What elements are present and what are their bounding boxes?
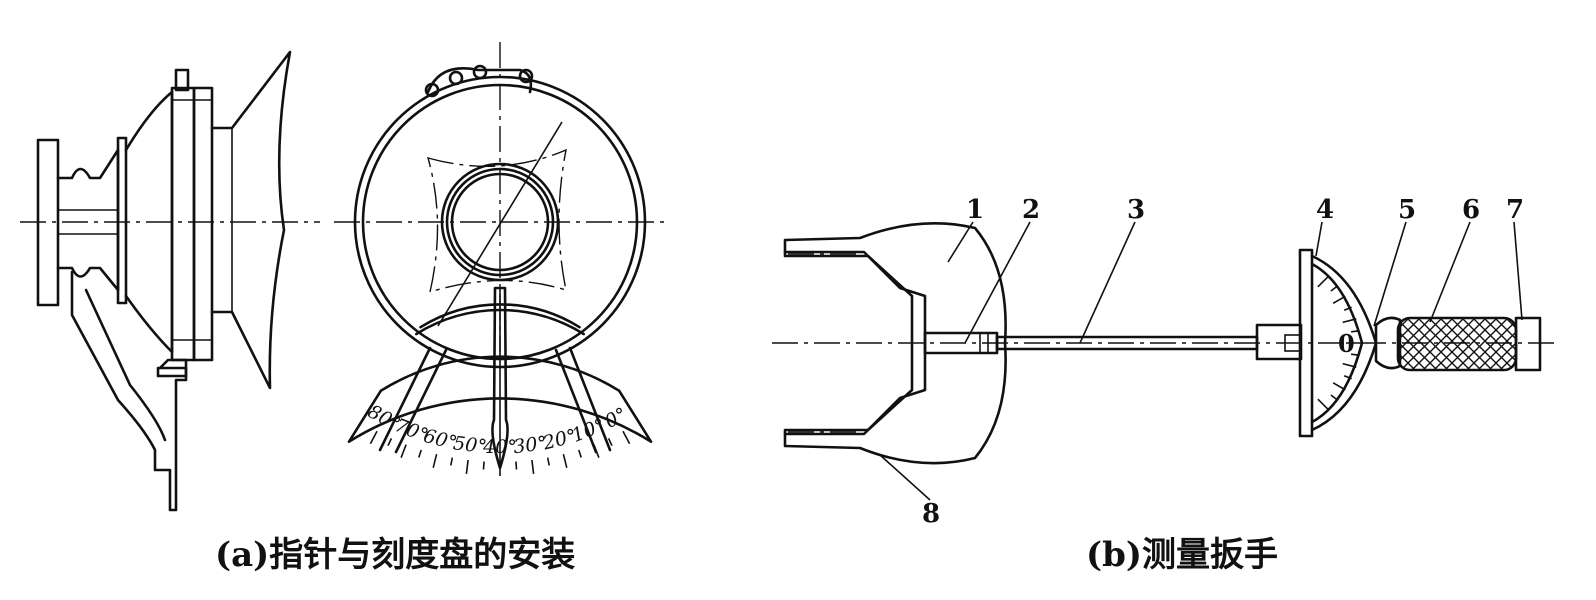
- part-number-8: 8: [922, 499, 940, 529]
- part-number-1: 1: [966, 195, 984, 225]
- part-number-6: 6: [1462, 195, 1480, 225]
- part-number-4: 4: [1316, 195, 1334, 225]
- part-number-3: 3: [1127, 195, 1145, 225]
- part-number-2: 2: [1022, 195, 1040, 225]
- part-number-5: 5: [1398, 195, 1416, 225]
- measuring-wrench: [772, 221, 1560, 501]
- part-number-7: 7: [1506, 195, 1524, 225]
- caption-a: (a)指针与刻度盘的安装: [215, 535, 575, 575]
- dial-front-view: [334, 42, 664, 476]
- wrench-scale-zero: 0: [1338, 329, 1355, 358]
- dial-tick-label: 50°: [452, 432, 488, 458]
- caption-b: (b)测量扳手: [1086, 535, 1278, 575]
- dial-tick-label: 40°: [482, 436, 517, 458]
- side-section-view: [20, 50, 320, 512]
- dial-tick-label: 30°: [512, 432, 548, 458]
